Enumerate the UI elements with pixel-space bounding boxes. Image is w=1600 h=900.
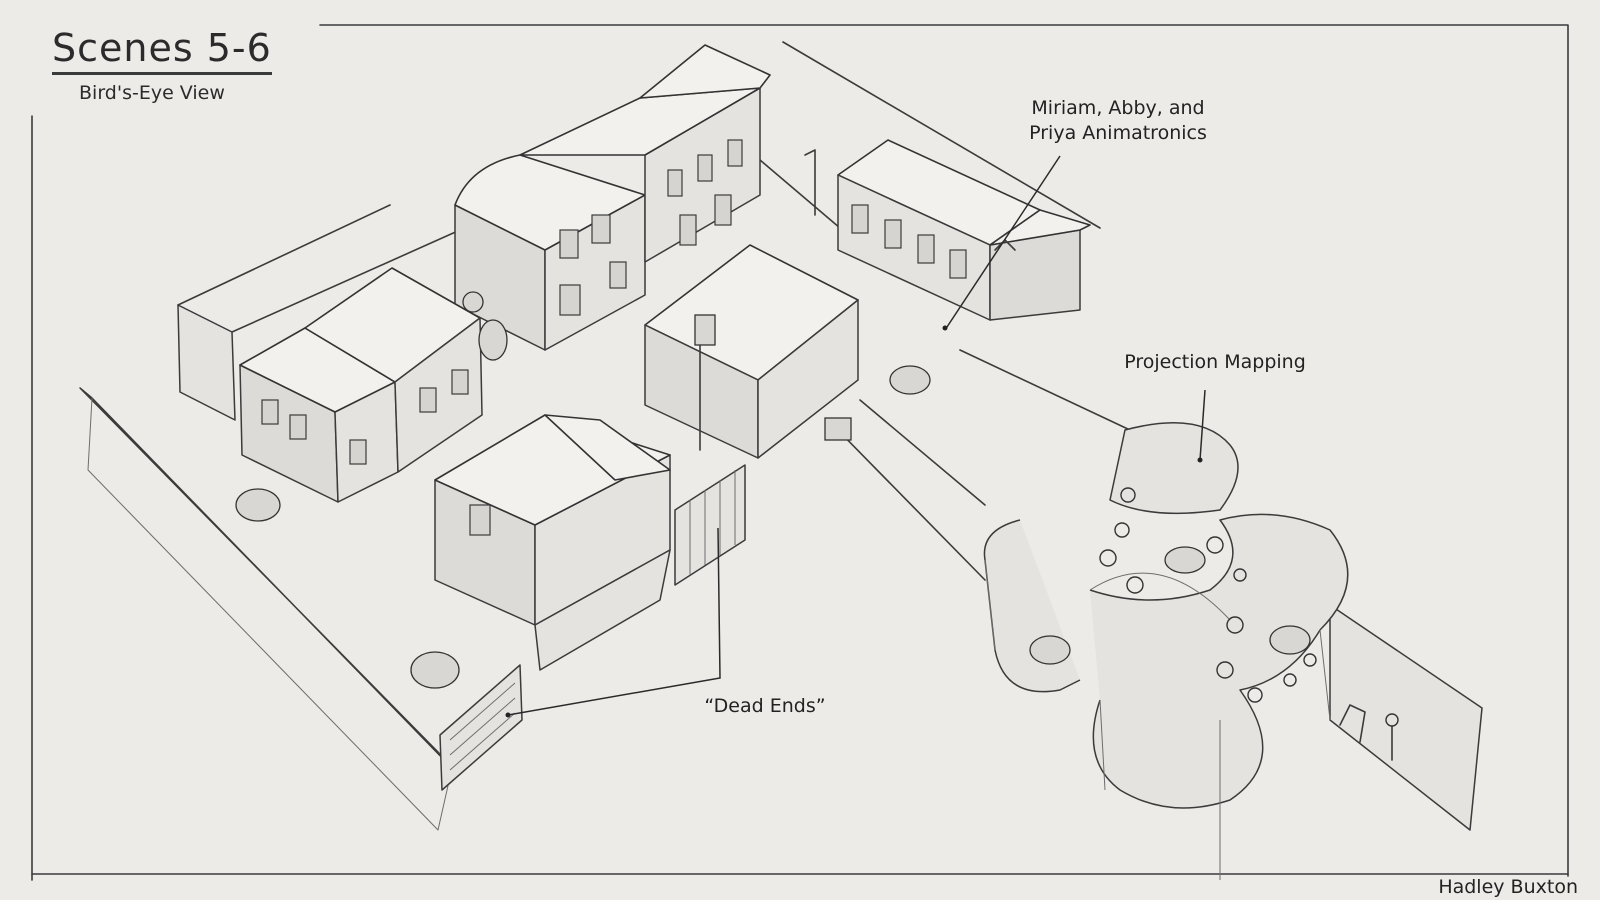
building-animatronics-shop [804, 139, 1091, 321]
leader-projection [1199, 389, 1206, 461]
building-dormer-house [434, 414, 671, 671]
label-dead-ends: “Dead Ends” [704, 695, 826, 717]
building-corner-shop [239, 267, 483, 503]
label-projection-mapping: Projection Mapping [1124, 351, 1306, 373]
callout-leaders [505, 155, 1206, 718]
sheet-frame [31, 24, 1569, 881]
leader-animatronics [944, 155, 1061, 331]
author-signature: Hadley Buxton [1438, 876, 1578, 898]
dead-end-gate-fence [674, 464, 746, 586]
perimeter-walls [79, 41, 1483, 831]
dead-end-gate-front [439, 664, 523, 791]
building-townhouse-arched [519, 44, 771, 263]
building-center-block [644, 244, 859, 459]
label-animatronics: Miriam, Abby, and Priya Animatronics [1029, 97, 1207, 144]
page-title: Scenes 5-6 [52, 26, 272, 75]
leader-dead-ends [507, 527, 721, 716]
street-props [235, 291, 931, 689]
projection-mapping-enclosure [983, 421, 1399, 880]
building-townhouse-tall [454, 154, 646, 351]
page-subtitle: Bird's-Eye View [79, 82, 225, 104]
